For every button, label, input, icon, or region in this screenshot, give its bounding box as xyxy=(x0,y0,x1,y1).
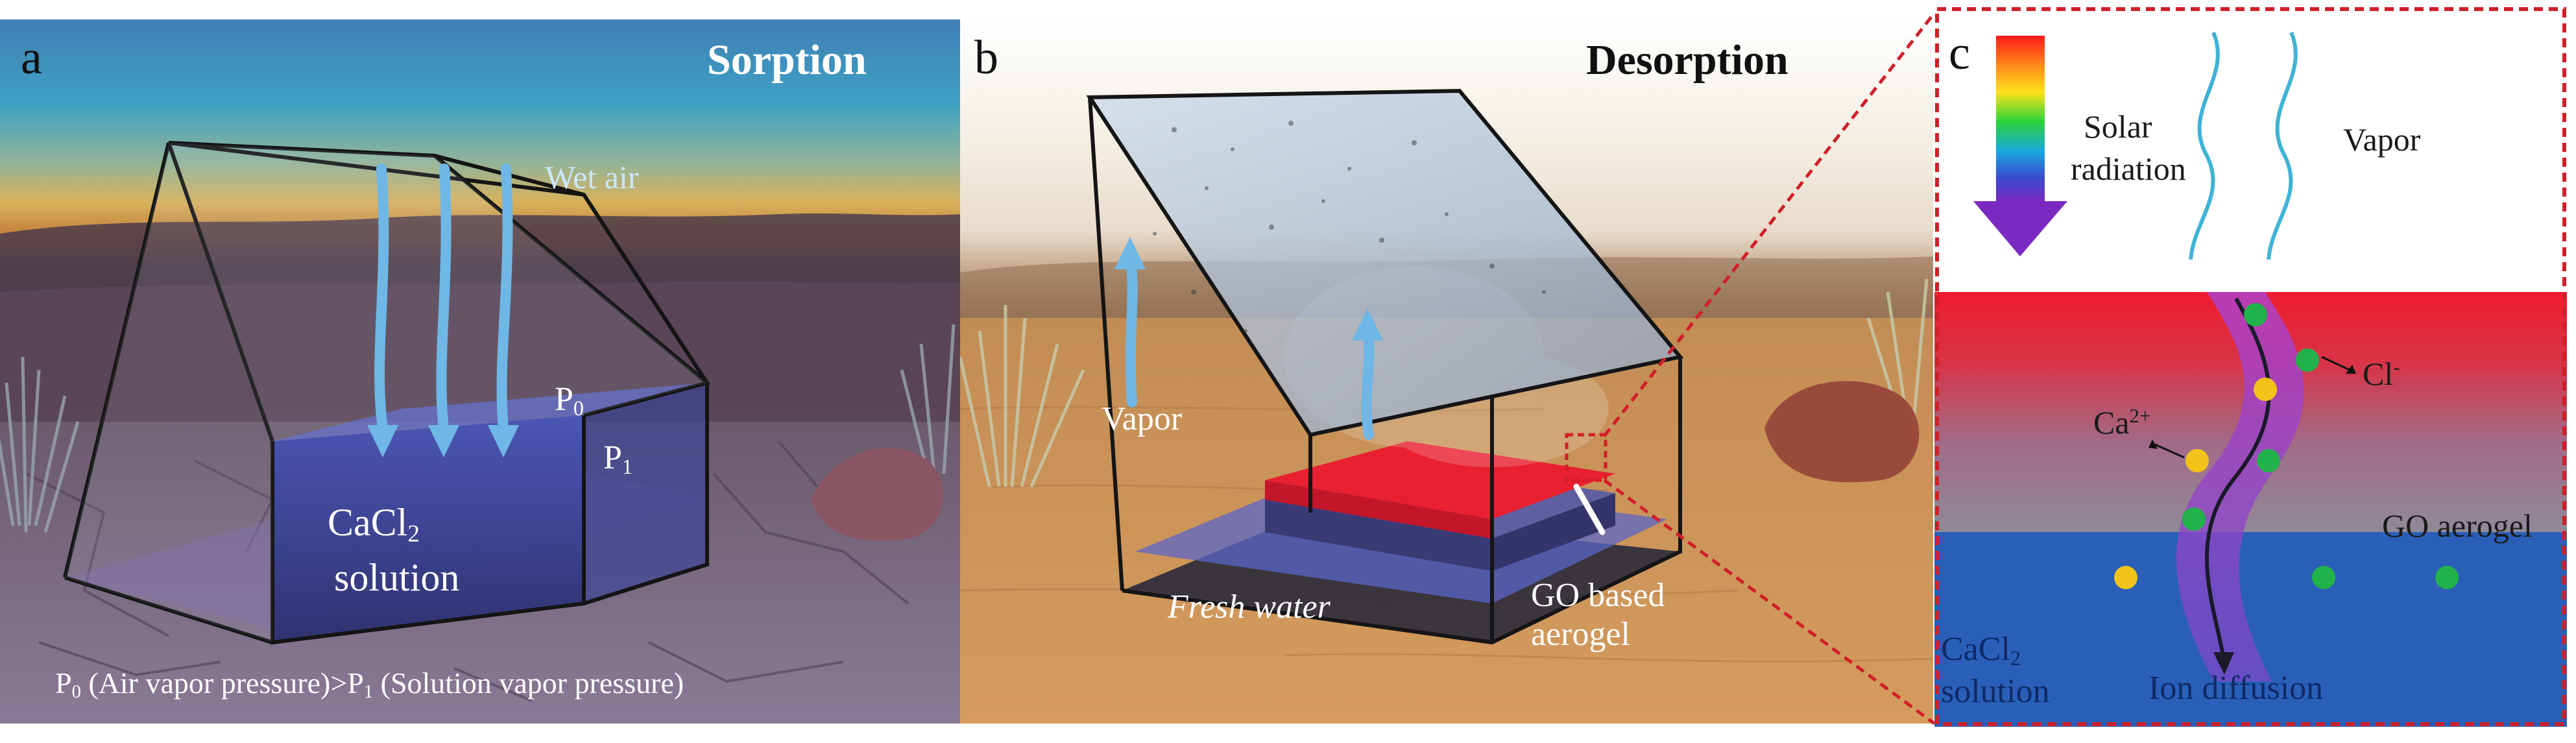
cl-ion-label: Cl- xyxy=(2363,356,2400,393)
sorption-title: Sorption xyxy=(707,36,867,84)
mechanism-scene xyxy=(1934,6,2567,727)
panel-b-desorption: b Desorption Vapor Fresh water GO based … xyxy=(960,19,1933,724)
cl-ions xyxy=(2182,303,2459,589)
vapor-wave-icon xyxy=(2189,31,2298,260)
panel-letter-a: a xyxy=(21,31,42,84)
panel-c-mechanism: c Solar radiation Vapor Cl- Ca2+ GO aero… xyxy=(1934,6,2567,727)
grass-left xyxy=(0,356,80,533)
wet-air-label: Wet air xyxy=(545,159,639,195)
go-aerogel-label: GO aerogel xyxy=(2382,507,2533,544)
go-based-label-2: aerogel xyxy=(1531,616,1631,653)
vapor-arrows xyxy=(1125,254,1375,440)
heated-surface xyxy=(1265,441,1615,519)
panel-a-sorption: a Sorption Wet air P0 P1 CaCl2 solution … xyxy=(0,19,960,724)
glass-roof xyxy=(1090,91,1680,435)
cacl2-label-c: CaCl2 xyxy=(1941,631,2021,670)
cacl2-solution-layer xyxy=(1934,532,2567,727)
panel-letter-b: b xyxy=(974,31,998,84)
solar-radiation-icon xyxy=(1996,36,2045,201)
solution-label-c: solution xyxy=(1941,673,2050,710)
solution-label: solution xyxy=(334,556,460,599)
panel-letter-c: c xyxy=(1949,27,1970,80)
cacl2-container xyxy=(272,415,584,642)
desorption-title: Desorption xyxy=(1586,36,1788,84)
vapor-label-c: Vapor xyxy=(2343,121,2421,158)
grass-left-b xyxy=(960,305,1085,488)
zoom-border xyxy=(1935,7,2566,726)
wet-air-arrows xyxy=(374,164,513,433)
p1-label: P1 xyxy=(603,439,633,479)
p0-label: P0 xyxy=(555,381,584,420)
zoom-region xyxy=(1565,433,1607,482)
pressure-caption: P0 (Air vapor pressure)>P1 (Solution vap… xyxy=(55,666,684,703)
desorption-scene xyxy=(960,19,1933,724)
go-based-label-1: GO based xyxy=(1531,577,1665,614)
ion-diffusion-arrow xyxy=(2205,297,2271,656)
ca-ions xyxy=(2114,378,2277,589)
cacl2-label: CaCl2 xyxy=(328,501,420,548)
ground-cracks xyxy=(25,440,909,702)
sorption-scene xyxy=(0,19,960,724)
vapor-label-b: Vapor xyxy=(1101,400,1183,437)
rock xyxy=(811,448,944,541)
ca-ion-label: Ca2+ xyxy=(2093,404,2151,441)
solar-label-1: Solar xyxy=(2084,108,2152,145)
fresh-water-label: Fresh water xyxy=(1168,589,1330,626)
grass-right xyxy=(900,324,956,474)
solar-label-2: radiation xyxy=(2071,151,2186,187)
ion-diffusion-label: Ion diffusion xyxy=(2149,670,2324,707)
